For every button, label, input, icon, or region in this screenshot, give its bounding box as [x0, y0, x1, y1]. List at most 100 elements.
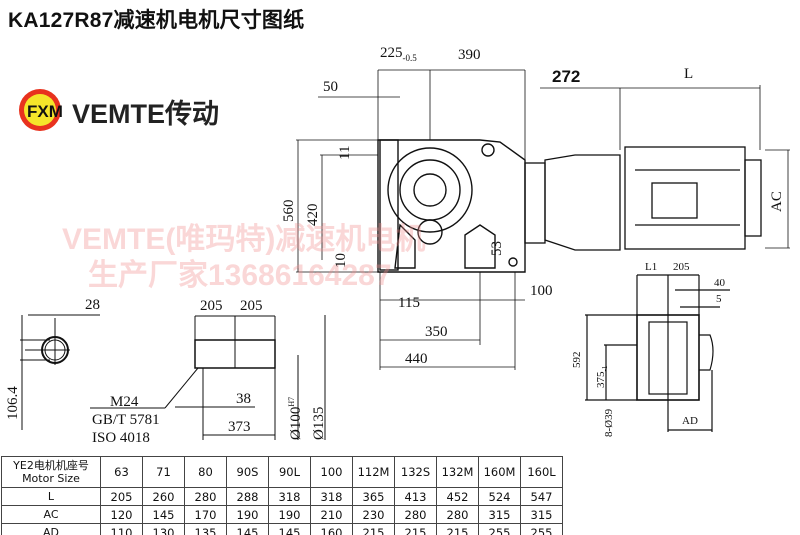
dim-375: 375-1: [595, 365, 610, 388]
dim-53: 53: [489, 241, 505, 256]
dim-350: 350: [425, 324, 448, 340]
dim-50: 50: [323, 79, 338, 95]
table-cell: 547: [520, 487, 563, 506]
dim-225: 225-0.5: [380, 45, 417, 64]
table-cell: 215: [436, 523, 479, 535]
header-en: Motor Size: [22, 472, 80, 485]
header-cn: YE2电机机座号: [13, 459, 89, 472]
size-cell: 160L: [520, 456, 563, 488]
dim-373: 373: [228, 419, 251, 435]
dim-10: 10: [333, 253, 349, 268]
size-cell: 132S: [394, 456, 437, 488]
brand-name: VEMTE传动: [72, 99, 220, 129]
dim-bore-100: Ø100H7: [287, 396, 304, 440]
table-cell: 524: [478, 487, 521, 506]
size-cell: 112M: [352, 456, 395, 488]
motor-side-view: [524, 146, 762, 251]
size-cell: 90S: [226, 456, 269, 488]
table-cell: 255: [520, 523, 563, 535]
dim-390: 390: [458, 47, 481, 63]
size-cell: 160M: [478, 456, 521, 488]
dim-205-a: 205: [200, 298, 223, 314]
table-cell: 280: [184, 487, 227, 506]
dim-L1: L1: [645, 261, 658, 273]
table-cell: 190: [226, 505, 269, 524]
table-cell: 260: [142, 487, 185, 506]
dim-40: 40: [714, 277, 725, 289]
hollow-shaft-section: [90, 315, 326, 440]
dim-440: 440: [405, 351, 428, 367]
size-cell: 63: [100, 456, 143, 488]
table-cell: 170: [184, 505, 227, 524]
dim-115: 115: [398, 295, 420, 311]
dim-560: 560: [281, 199, 297, 223]
table-cell: 365: [352, 487, 395, 506]
table-cell: 413: [394, 487, 437, 506]
size-cell: 90L: [268, 456, 311, 488]
table-cell: 135: [184, 523, 227, 535]
table-cell: 452: [436, 487, 479, 506]
table-cell: 230: [352, 505, 395, 524]
dim-AD: AD: [682, 415, 698, 427]
dim-106-4: 106.4: [5, 386, 21, 420]
table-cell: 280: [394, 505, 437, 524]
size-cell: 80: [184, 456, 227, 488]
brand-logo: FXM: [19, 89, 63, 131]
table-cell: 145: [142, 505, 185, 524]
dim-28: 28: [85, 297, 100, 313]
dim-135: Ø135: [311, 406, 327, 440]
row-label: L: [1, 487, 101, 506]
table-cell: 145: [226, 523, 269, 535]
table-cell: 110: [100, 523, 143, 535]
dim-592: 592: [571, 351, 583, 369]
table-cell: 215: [352, 523, 395, 535]
table-cell: 145: [268, 523, 311, 535]
dim-272: 272: [552, 67, 581, 86]
dim-11: 11: [337, 145, 353, 160]
dim-38: 38: [236, 391, 251, 407]
table-cell: 190: [268, 505, 311, 524]
dim-L: L: [684, 66, 694, 82]
dim-420: 420: [305, 203, 321, 227]
gearbox-side-view: [585, 274, 730, 432]
table-cell: 255: [478, 523, 521, 535]
size-cell: 100: [310, 456, 353, 488]
dim-205-b: 205: [240, 298, 263, 314]
table-cell: 318: [310, 487, 353, 506]
table-cell: 280: [436, 505, 479, 524]
table-cell: 318: [268, 487, 311, 506]
standard-gb: GB/T 5781: [92, 412, 160, 428]
table-cell: 210: [310, 505, 353, 524]
table-cell: 288: [226, 487, 269, 506]
row-label: AD: [1, 523, 101, 535]
dim-100: 100: [530, 283, 553, 299]
table-cell: 120: [100, 505, 143, 524]
size-cell: 71: [142, 456, 185, 488]
dimension-lines: [296, 69, 790, 370]
dim-holes: 8-Ø39: [603, 408, 615, 437]
page-title: KA127R87减速机电机尺寸图纸: [8, 9, 305, 32]
table-cell: 315: [478, 505, 521, 524]
table-cell: 215: [394, 523, 437, 535]
row-label: AC: [1, 505, 101, 524]
svg-text:FXM: FXM: [27, 102, 63, 121]
dim-AC: AC: [769, 191, 785, 212]
size-cell: 132M: [436, 456, 479, 488]
standard-iso: ISO 4018: [92, 430, 150, 446]
thread-label: M24: [110, 394, 139, 410]
gearbox-front-view: [377, 139, 526, 273]
table-cell: 130: [142, 523, 185, 535]
dim-5: 5: [716, 293, 722, 305]
dim-205: 205: [673, 261, 690, 273]
table-cell: 315: [520, 505, 563, 524]
shaft-end-view: [20, 314, 100, 430]
table-cell: 160: [310, 523, 353, 535]
